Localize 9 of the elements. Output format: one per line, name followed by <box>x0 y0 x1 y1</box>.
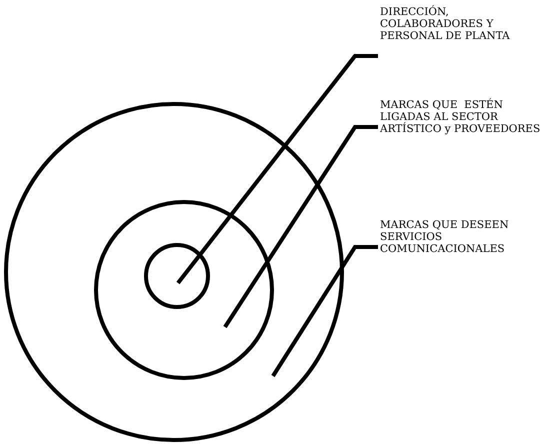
callout-text: DIRECCIÓN, COLABORADORES Y PERSONAL DE PLANTA <box>380 6 552 42</box>
inner-circle <box>144 243 210 309</box>
leader-line <box>176 54 378 284</box>
leader-line <box>223 125 378 328</box>
middle-circle <box>94 200 274 380</box>
callout-text: MARCAS QUE DESEEN SERVICIOS COMUNICACIONALES <box>380 219 552 255</box>
leader-line <box>271 245 378 378</box>
outer-circle <box>4 102 344 442</box>
callout-text: MARCAS QUE ESTÉN LIGADAS AL SECTOR ARTÍSTICO y PROVEEDORES <box>380 99 552 135</box>
